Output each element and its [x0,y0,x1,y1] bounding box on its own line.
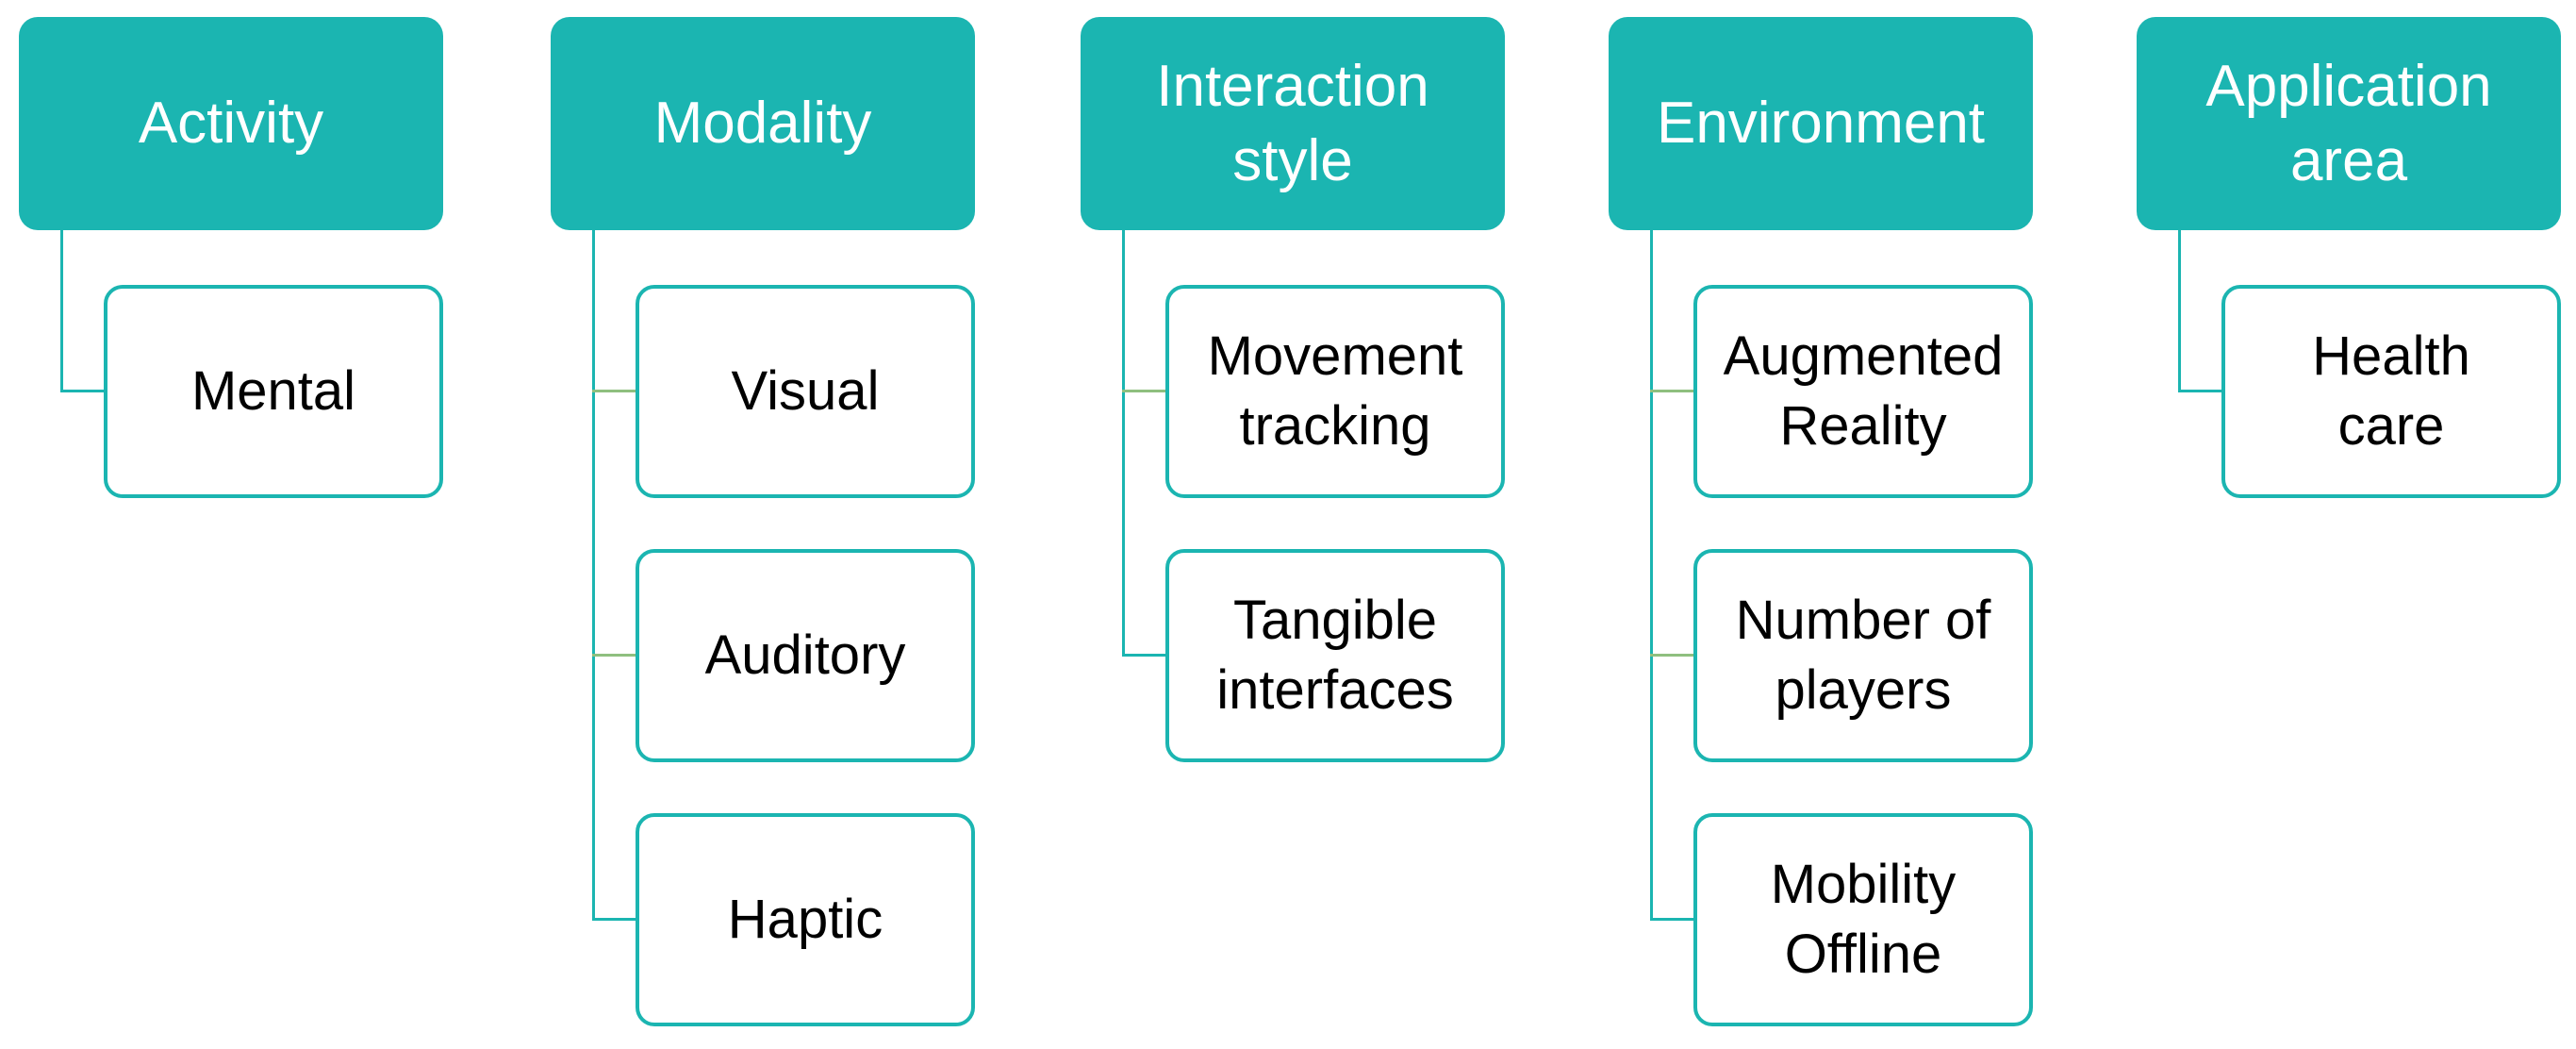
connector-branch [1650,654,1693,657]
connector-trunk [1122,230,1125,656]
child-node: Mobility Offline [1693,813,2033,1026]
column-modality: Modality Visual Auditory Haptic [551,0,975,1049]
child-node-label: Number of players [1735,589,1991,721]
connector-trunk [1650,230,1653,920]
connector-branch [592,654,636,657]
child-node-label: Visual [731,359,880,422]
connector-trunk [592,230,595,920]
child-node-label: Mobility Offline [1770,853,1957,985]
column-header-label: Application area [2205,53,2492,193]
column-interaction-style: Interaction style Movement tracking Tang… [1081,0,1505,1049]
connector-branch [592,918,636,921]
column-activity: Activity Mental [19,0,443,1049]
column-header: Environment [1609,17,2033,230]
column-header-label: Modality [653,91,872,157]
child-node: Number of players [1693,549,2033,762]
child-node: Mental [104,285,443,498]
column-application-area: Application area Health care [2137,0,2561,1049]
connector-branch [2178,390,2221,392]
column-header-label: Interaction style [1156,53,1429,193]
child-node: Augmented Reality [1693,285,2033,498]
column-header: Activity [19,17,443,230]
connector-trunk [60,230,63,391]
child-node-label: Tangible interfaces [1216,589,1454,721]
child-node: Auditory [636,549,975,762]
child-node-label: Health care [2312,325,2470,457]
connector-branch [592,390,636,392]
child-node-label: Mental [190,359,356,422]
child-node-label: Auditory [704,624,906,686]
child-node: Tangible interfaces [1165,549,1505,762]
connector-branch [1650,918,1693,921]
child-node: Visual [636,285,975,498]
child-node: Haptic [636,813,975,1026]
column-header: Interaction style [1081,17,1505,230]
connector-branch [1650,390,1693,392]
connector-branch [1122,390,1165,392]
column-header: Modality [551,17,975,230]
child-node-label: Augmented Reality [1723,325,2004,457]
column-header: Application area [2137,17,2561,230]
connector-branch [1122,654,1165,657]
connector-branch [60,390,104,392]
child-node-label: Movement tracking [1207,325,1463,457]
column-environment: Environment Augmented Reality Number of … [1609,0,2033,1049]
column-header-label: Activity [138,91,324,157]
child-node: Movement tracking [1165,285,1505,498]
child-node-label: Haptic [727,888,883,950]
connector-trunk [2178,230,2181,391]
column-header-label: Environment [1656,91,1986,157]
child-node: Health care [2221,285,2561,498]
